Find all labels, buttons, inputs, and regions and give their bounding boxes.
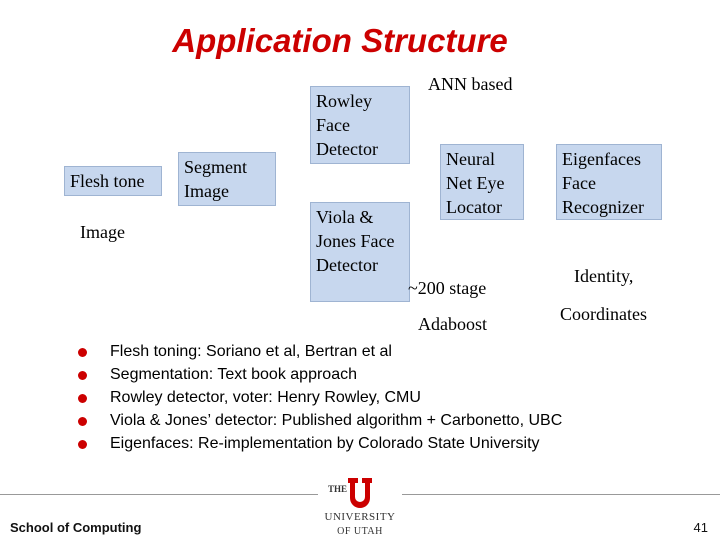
identity-label: Identity,: [574, 266, 634, 286]
rowley-detector-box: Rowley Face Detector: [310, 86, 410, 164]
ann-based-label: ANN based: [428, 74, 513, 94]
utah-u-icon: THE UNIVERSITY OF UTAH: [325, 478, 396, 537]
adaboost-label: Adaboost: [418, 314, 487, 334]
bullet-item: Rowley detector, voter: Henry Rowley, CM…: [78, 386, 562, 409]
flesh-tone-box: Flesh tone: [64, 166, 162, 196]
bullet-item: Viola & Jones’ detector: Published algor…: [78, 409, 562, 432]
bullet-dot-icon: [78, 394, 87, 403]
page-number: 41: [693, 520, 708, 535]
bullet-item: Flesh toning: Soriano et al, Bertran et …: [78, 340, 562, 363]
bullet-dot-icon: [78, 417, 87, 426]
logo-of-utah-text: OF UTAH: [337, 526, 383, 537]
bullet-item: Segmentation: Text book approach: [78, 363, 562, 386]
logo-the-text: THE: [328, 484, 347, 494]
bullet-dot-icon: [78, 371, 87, 380]
eigenfaces-recognizer-box: Eigenfaces Face Recognizer: [556, 144, 662, 220]
logo-university-text: UNIVERSITY: [325, 511, 396, 523]
slide-title: Application Structure: [172, 22, 508, 59]
viola-jones-detector-box: Viola & Jones Face Detector: [310, 202, 410, 302]
neural-net-eye-locator-box: Neural Net Eye Locator: [440, 144, 524, 220]
segment-image-box: Segment Image: [178, 152, 276, 206]
bullet-list: Flesh toning: Soriano et al, Bertran et …: [78, 340, 562, 455]
coordinates-label: Coordinates: [560, 304, 647, 324]
footer-school-name: School of Computing: [10, 520, 142, 535]
bullet-item: Eigenfaces: Re-implementation by Colorad…: [78, 432, 562, 455]
image-label: Image: [80, 222, 125, 242]
bullet-dot-icon: [78, 348, 87, 357]
stage-count-label: ~200 stage: [408, 278, 487, 298]
bullet-dot-icon: [78, 440, 87, 449]
university-of-utah-logo: THE UNIVERSITY OF UTAH: [318, 474, 402, 540]
